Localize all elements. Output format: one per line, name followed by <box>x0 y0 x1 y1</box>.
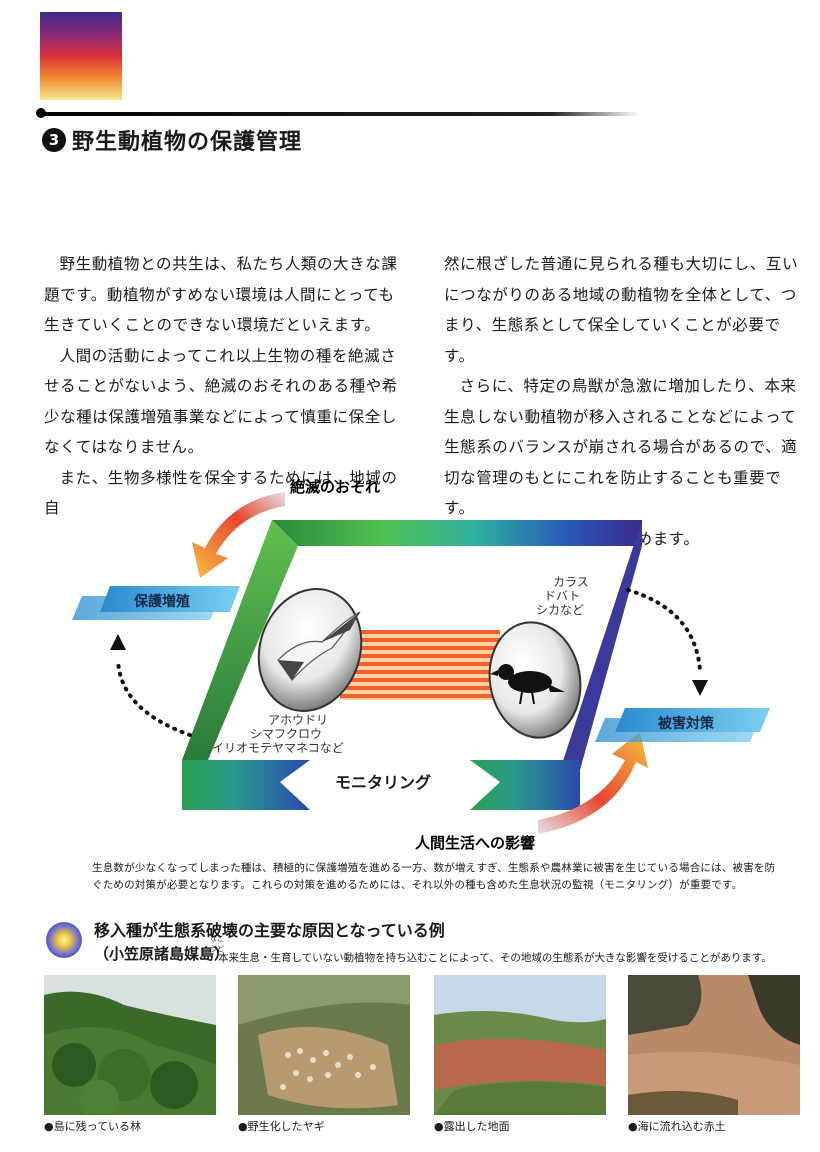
body-left-column: 野生動植物との共生は、私たち人類の大きな課題です。動植物がすめない環境は人間にと… <box>44 249 398 524</box>
photo-red-soil-sea <box>628 975 800 1115</box>
crow-icon <box>490 664 565 705</box>
frame-top-band <box>272 520 642 546</box>
section-heading: 3 野生動植物の保護管理 <box>42 123 302 157</box>
dotted-arrowhead-left <box>110 634 126 650</box>
label-extinction: 絶滅のおそれ <box>290 478 380 496</box>
frame-bottom-left <box>182 760 310 810</box>
label-monitoring: モニタリング <box>335 773 431 792</box>
example-orb-icon <box>46 922 82 958</box>
example-ruby: なこうど <box>210 935 224 953</box>
paragraph: また、生物多様性を保全するためには、地域の自 <box>44 468 398 518</box>
paragraph: 野生動植物との共生は、私たち人類の大きな課題です。動植物がすめない環境は人間にと… <box>44 255 398 334</box>
management-cycle-diagram: 絶滅のおそれ 保護増殖 被害対策 モニタリング 人間生活への影響 アホウドリ シ… <box>72 478 770 852</box>
arrow-human-impact <box>538 732 648 834</box>
example-subtitle: （小笠原諸島媒島） なこうど <box>94 935 230 964</box>
header-gradient-square <box>40 12 122 100</box>
albatross-icon <box>277 611 361 681</box>
label-damage: 被害対策 <box>658 715 715 732</box>
photo-caption-forest: ●島に残っている林 <box>44 1120 142 1133</box>
frame-right-band <box>560 520 642 770</box>
dotted-arrowhead-right <box>692 680 708 696</box>
diagram-caption: 生息数が少なくなってしまった種は、積極的に保護増殖を進める一方、数が増えすぎ、生… <box>92 862 776 891</box>
rare-species-2: シマフクロウ <box>250 727 322 741</box>
pest-species-2: ドバト <box>544 589 580 603</box>
rare-species-3: イリオモテヤマネコなど <box>212 741 344 755</box>
pest-species-3: シカなど <box>536 603 584 617</box>
banner-damage <box>615 708 770 732</box>
paragraph: 然に根ざした普通に見られる種も大切にし、互いにつながりのある地域の動植物を全体と… <box>444 255 799 365</box>
photo-caption-goats: ●野生化したヤギ <box>238 1120 325 1133</box>
example-note: 本来生息・生育していない動植物を持ち込むことによって、その地域の生態系が大きな影… <box>218 952 772 964</box>
frame-bottom-right <box>470 760 580 810</box>
section-title: 野生動植物の保護管理 <box>72 130 303 155</box>
frame-left-band <box>182 520 298 760</box>
banner-protection <box>100 586 240 612</box>
center-stripes <box>340 630 500 700</box>
example-subtitle-text: （小笠原諸島媒島） <box>94 945 230 963</box>
header-rule <box>40 112 640 116</box>
label-protection: 保護増殖 <box>133 593 190 610</box>
photo-caption-bare-ground: ●露出した地面 <box>434 1120 510 1133</box>
label-human-impact: 人間生活への影響 <box>415 834 535 852</box>
arrow-extinction <box>192 492 285 578</box>
pest-species-1: カラス <box>553 575 589 589</box>
photo-bare-ground <box>434 975 606 1115</box>
dotted-arrow-left <box>116 658 192 737</box>
section-number-badge: 3 <box>42 128 66 152</box>
photo-caption-red-soil-sea: ●海に流れ込む赤土 <box>628 1120 726 1133</box>
example-title: 移入種が生態系破壊の主要な原因となっている例 <box>94 921 445 940</box>
rare-species-1: アホウドリ <box>268 713 328 727</box>
photo-goats <box>238 975 410 1115</box>
paragraph: さらに、特定の鳥獣が急激に増加したり、本来生息しない動植物が移入されることなどに… <box>444 377 798 517</box>
photo-forest <box>44 975 216 1115</box>
dotted-arrow-right <box>626 588 702 672</box>
paragraph: 人間の活動によってこれ以上生物の種を絶滅させることがないよう、絶滅のおそれのある… <box>44 346 398 457</box>
